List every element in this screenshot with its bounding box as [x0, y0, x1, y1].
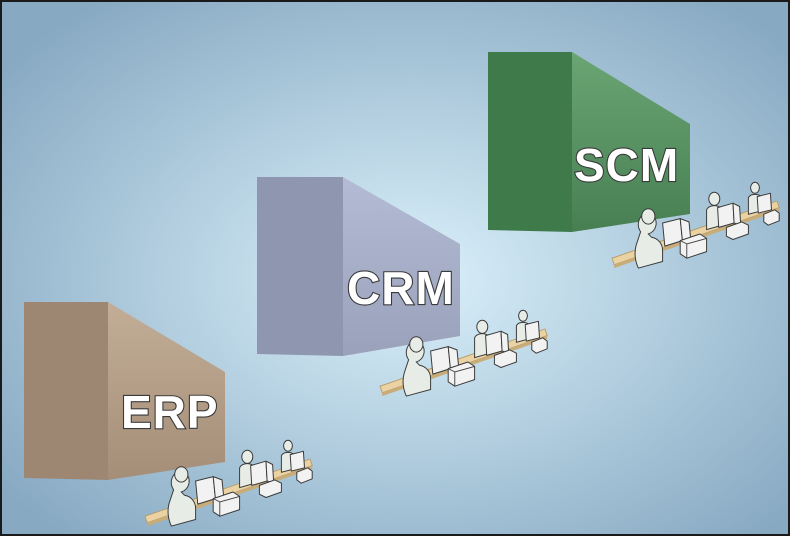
scm-server-side — [488, 52, 572, 232]
crm-server-side — [257, 177, 343, 356]
scm-label: SCM — [574, 139, 679, 191]
crm-server-front — [343, 177, 460, 356]
erp-server-side — [24, 302, 108, 480]
erp-system: ERP — [24, 302, 313, 527]
erp-server-front — [108, 302, 225, 480]
crm-label: CRM — [347, 262, 455, 314]
crm-system: CRM — [257, 177, 548, 397]
scm-server-front — [572, 52, 690, 232]
scm-system: SCM — [488, 52, 780, 269]
erp-label: ERP — [121, 386, 219, 438]
